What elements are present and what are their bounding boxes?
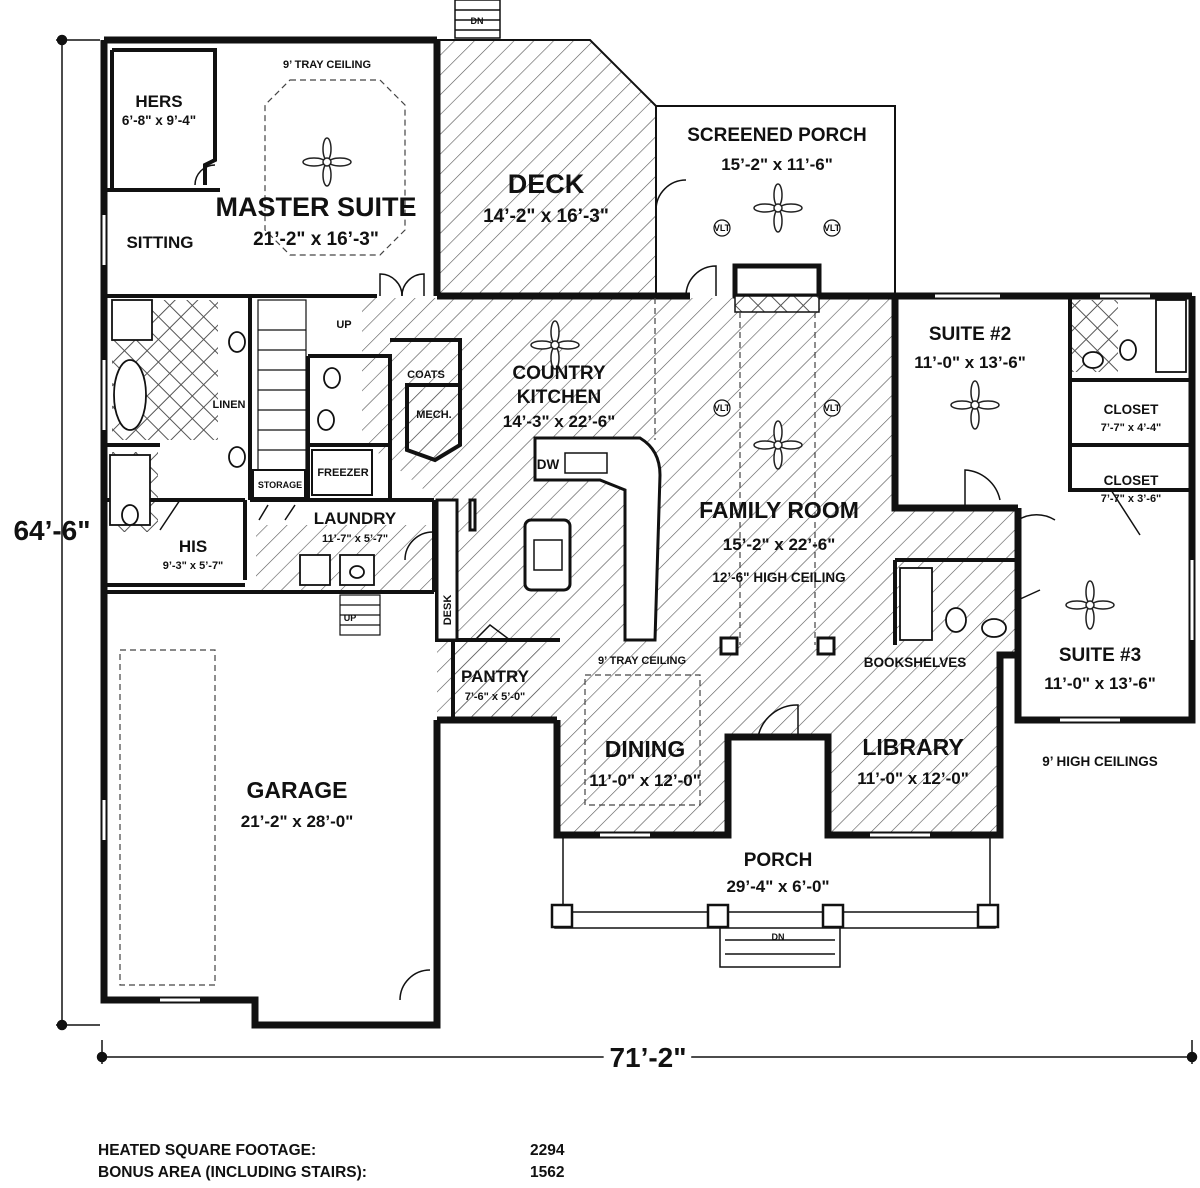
his-size: 9’-3" x 5’-7" <box>163 560 224 572</box>
his-name: HIS <box>179 537 207 556</box>
high-ceilings-label: 9’ HIGH CEILINGS <box>1042 754 1158 769</box>
up-label-stairs: UP <box>336 319 351 331</box>
fan-icon <box>950 380 1000 430</box>
dn-top-label: DN <box>471 16 484 26</box>
closet1-name: CLOSET <box>1104 402 1160 417</box>
bonus-area-value: 1562 <box>530 1164 565 1181</box>
dimension-lines <box>56 34 1198 1064</box>
master-ceiling-label: 9’ TRAY CEILING <box>283 59 371 71</box>
heated-footage-value: 2294 <box>530 1142 565 1159</box>
screened-porch-size: 15’-2" x 11’-6" <box>721 155 833 174</box>
up-label-garage: UP <box>344 613 357 623</box>
fan-icon <box>753 183 803 233</box>
dw-label: DW <box>537 457 560 472</box>
stairs <box>257 299 381 636</box>
garage-name: GARAGE <box>247 777 348 803</box>
suite2-name: SUITE #2 <box>929 324 1011 345</box>
columns <box>719 636 836 656</box>
family-room-ceiling: 12’-6" HIGH CEILING <box>712 570 845 585</box>
porch-size: 29’-4" x 6’-0" <box>726 877 829 896</box>
desk-label: DESK <box>442 595 454 626</box>
depth-dimension: 64’-6" <box>13 515 90 546</box>
screened-porch-walls <box>437 39 896 296</box>
dining-ceiling-label: 9’ TRAY CEILING <box>598 655 686 667</box>
family-room-name: FAMILY ROOM <box>699 497 859 523</box>
suite2-size: 11’-0" x 13’-6" <box>914 353 1026 372</box>
deck-name: DECK <box>508 169 585 199</box>
master-suite-size: 21’-2" x 16’-3" <box>253 229 379 250</box>
linen-label: LINEN <box>213 399 246 411</box>
dining-size: 11’-0" x 12’-0" <box>589 771 701 790</box>
storage-label: STORAGE <box>258 480 302 490</box>
laundry-size: 11’-7" x 5’-7" <box>322 533 388 545</box>
fan-icon <box>1065 580 1115 630</box>
vlt-labels: VLT VLT VLT VLT <box>714 223 841 413</box>
svg-text:VLT: VLT <box>714 223 731 233</box>
vlt-markers <box>713 219 841 417</box>
library-size: 11’-0" x 12’-0" <box>857 769 969 788</box>
closet1-size: 7’-7" x 4’-4" <box>1101 422 1162 434</box>
svg-text:VLT: VLT <box>824 403 841 413</box>
suite3-size: 11’-0" x 13’-6" <box>1044 674 1156 693</box>
porch-name: PORCH <box>744 850 813 871</box>
porch-structure <box>550 838 1000 968</box>
suite3-name: SUITE #3 <box>1059 645 1141 666</box>
labels: 64’-6" 71’-2" DN HERS 6’-8" x 9’-4" 9’ T… <box>13 16 1162 1080</box>
deck-floor <box>437 40 656 296</box>
master-suite-name: MASTER SUITE <box>215 192 416 222</box>
doors <box>159 164 1141 1001</box>
family-room-size: 15’-2" x 22’-6" <box>723 535 836 554</box>
dining-name: DINING <box>605 736 686 762</box>
kitchen-counters <box>435 436 662 642</box>
svg-text:VLT: VLT <box>824 223 841 233</box>
bonus-area-label: BONUS AREA (INCLUDING STAIRS): <box>98 1164 367 1181</box>
chimney <box>454 0 501 39</box>
coats-label: COATS <box>407 369 445 381</box>
tray-ceilings <box>119 79 816 986</box>
dn-porch-label: DN <box>772 932 785 942</box>
kitchen-size: 14’-3" x 22’-6" <box>503 412 616 431</box>
fireplace <box>732 263 822 313</box>
fan-icon <box>302 137 352 187</box>
closet2-size: 7’-7" x 3’-6" <box>1101 493 1162 505</box>
width-dimension: 71’-2" <box>609 1042 686 1073</box>
screened-porch-name: SCREENED PORCH <box>687 125 866 146</box>
appliance-boxes <box>252 449 373 499</box>
garage-size: 21’-2" x 28’-0" <box>241 812 354 831</box>
pantry-floor <box>453 640 540 717</box>
windows <box>102 215 1194 1002</box>
deck-size: 14’-2" x 16’-3" <box>483 206 609 227</box>
sitting-label: SITTING <box>126 233 193 252</box>
library-name: LIBRARY <box>862 734 963 760</box>
hers-name: HERS <box>135 92 182 111</box>
window-lines <box>101 215 1195 1003</box>
freezer-label: FREEZER <box>317 467 368 479</box>
laundry-name: LAUNDRY <box>314 509 397 528</box>
mech-label: MECH. <box>416 409 451 421</box>
kitchen-line1: COUNTRY <box>512 363 606 384</box>
heated-footage-label: HEATED SQUARE FOOTAGE: <box>98 1142 317 1159</box>
kitchen-line2: KITCHEN <box>517 387 601 408</box>
pantry-size: 7’-6" x 5’-0" <box>465 691 526 703</box>
bath-fixtures <box>109 299 1187 641</box>
bookshelves-label: BOOKSHELVES <box>864 655 967 670</box>
svg-text:VLT: VLT <box>714 403 731 413</box>
pantry-name: PANTRY <box>461 667 530 686</box>
hers-size: 6’-8" x 9’-4" <box>122 113 196 128</box>
closet2-name: CLOSET <box>1104 473 1160 488</box>
mech-floor <box>407 390 460 460</box>
